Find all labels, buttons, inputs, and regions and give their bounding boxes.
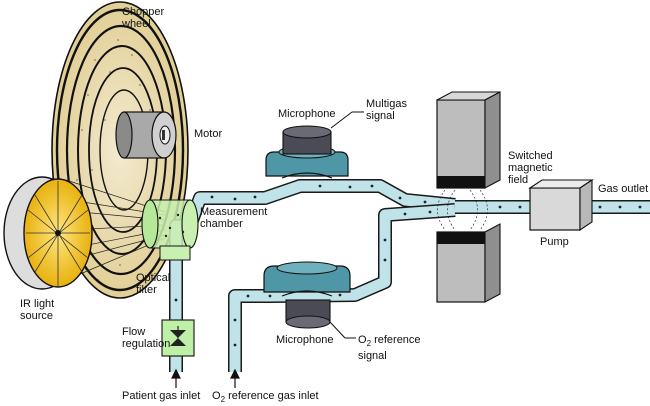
patient-gas-inlet-label: Patient gas inlet <box>122 390 201 402</box>
measurement-chamber-label: Measurement chamber <box>200 206 268 230</box>
optical-filter <box>159 245 191 261</box>
microphone-top <box>265 111 364 179</box>
inlet-arrows <box>171 368 240 388</box>
microphone-bottom-label: Microphone <box>276 334 334 346</box>
gas-outlet-label: Gas outlet <box>598 183 649 195</box>
magnet <box>436 91 501 303</box>
flow-regulator <box>161 319 195 357</box>
measurement-chamber <box>141 199 199 249</box>
chopper-wheel-label: Chopper wheel <box>122 6 165 30</box>
motor-label: Motor <box>194 128 223 140</box>
pump-label: Pump <box>540 236 569 248</box>
o2-reference-signal-label: O2 reference signal <box>358 334 421 363</box>
pump <box>528 178 594 232</box>
microphone-top-label: Microphone <box>278 108 336 120</box>
multigas-signal-label: Multigas signal <box>366 98 407 122</box>
ir-light-source <box>3 176 93 290</box>
o2-reference-tube <box>228 203 456 372</box>
flow-regulation-label: Flow regulation <box>122 326 171 350</box>
ir-light-source-label: IR light source <box>20 298 55 322</box>
o2-reference-gas-inlet-label: O2 reference gas inlet <box>212 390 319 405</box>
microphone-bottom <box>263 261 356 339</box>
switched-magnetic-field-label: Switched magnetic field <box>508 150 553 186</box>
motor <box>115 111 177 159</box>
optical-filter-label: Optical filter <box>136 272 171 296</box>
